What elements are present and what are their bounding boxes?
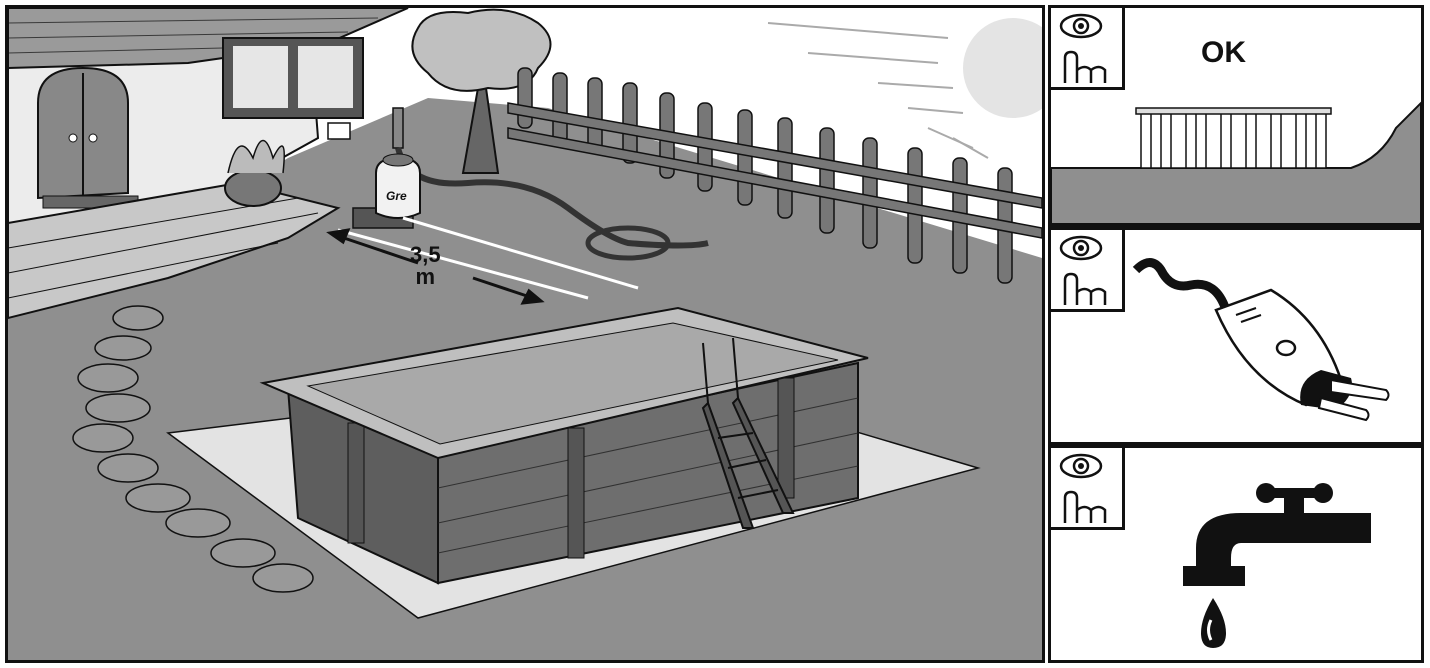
main-scene: Gre — [5, 5, 1045, 663]
wall-socket-icon — [328, 123, 350, 139]
panel-water-tap — [1048, 445, 1424, 663]
inspect-eye-hand-icon — [1051, 8, 1125, 90]
svg-text:Gre: Gre — [386, 189, 407, 203]
distance-unit: m — [410, 266, 441, 288]
inspect-eye-hand-icon — [1051, 230, 1125, 312]
distance-label: 3,5 m — [410, 244, 441, 288]
garden-faucet-icon — [393, 108, 403, 148]
distance-value: 3,5 — [410, 244, 441, 266]
pool-side-view — [1136, 108, 1331, 168]
house-window — [223, 38, 363, 118]
garden-scene: Gre — [8, 8, 1042, 660]
inspect-eye-hand-icon — [1051, 448, 1125, 530]
ok-label: OK — [1201, 36, 1246, 70]
panel-level-ground: OK — [1048, 5, 1424, 227]
house-door — [38, 68, 138, 208]
panel-electric-plug — [1048, 227, 1424, 445]
